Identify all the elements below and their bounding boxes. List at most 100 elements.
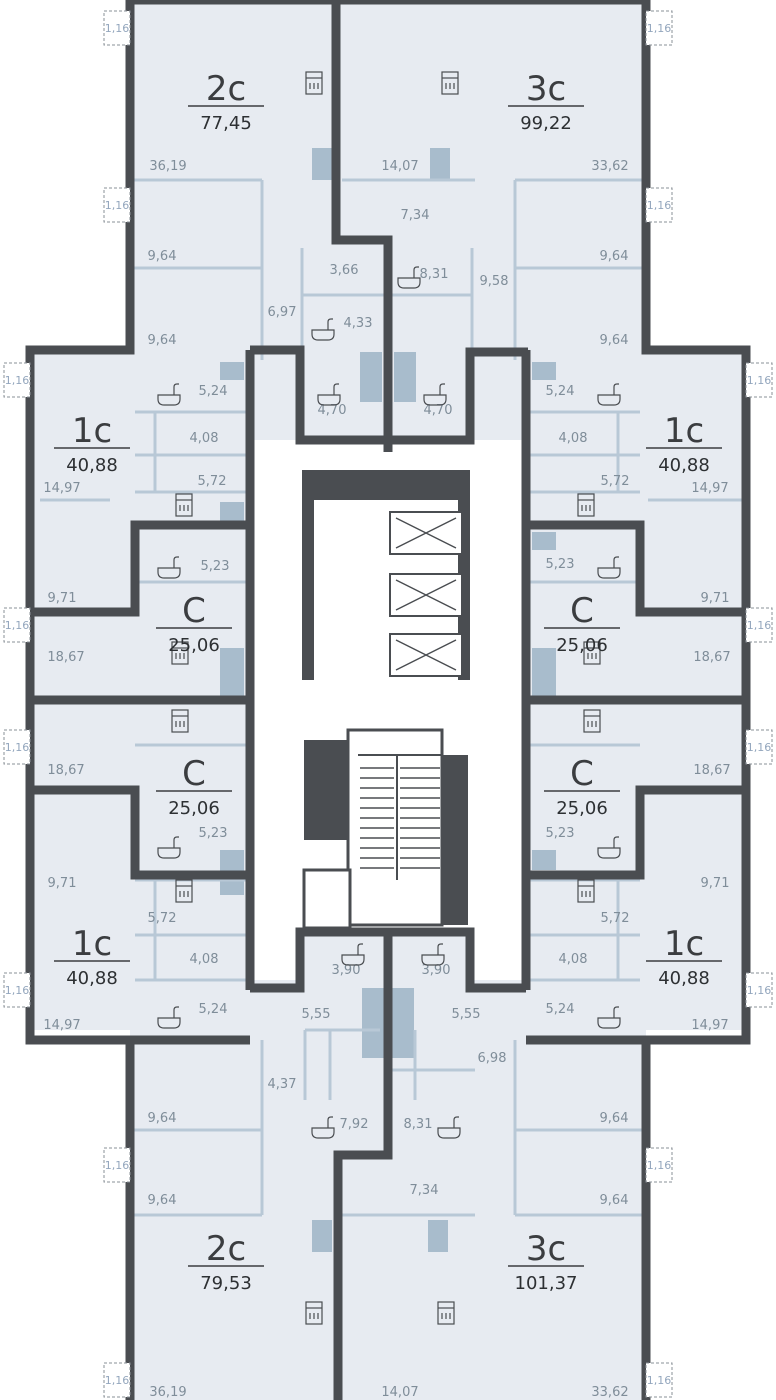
balcony-area-label: 1,16 [747,741,772,754]
wall-party-top [331,0,393,452]
icons [157,71,621,1325]
room-area-label: 4,08 [190,952,219,967]
room-area-label: 7,34 [410,1183,439,1198]
balcony: 1,16 [3,607,31,643]
room-area-label: 33,62 [591,159,628,174]
room-area-label: 9,64 [600,1193,629,1208]
bathtub-icon [597,1006,621,1029]
unit-label-uc-r2: С25,06 [544,754,620,819]
room-area-label: 9,64 [600,249,629,264]
unit-area: 25,06 [168,635,220,656]
stove-icon [577,879,595,903]
room-area-label: 5,55 [452,1007,481,1022]
stove-icon [305,1301,323,1325]
room-area-label: 9,64 [148,249,177,264]
wall-right-units [526,520,746,1045]
room-area-label: 6,97 [268,305,297,320]
unit-area: 40,88 [66,968,118,989]
room-area-label: 9,71 [701,876,730,891]
room-area-label: 36,19 [149,1385,186,1400]
elevators [389,511,463,677]
room-area-label: 18,67 [47,763,84,778]
wall-party-bottom [333,932,393,1400]
unit-label-uc-l1: С 25,06 [156,591,232,656]
room-area-label: 14,97 [43,481,80,496]
bathtub-icon [437,1116,461,1139]
balcony: 1,16 [645,10,673,46]
room-area-label: 5,72 [148,911,177,926]
balcony-area-label: 1,16 [105,1159,130,1172]
stove-icon [583,709,601,733]
shaft [392,988,414,1058]
unit-area: 77,45 [200,113,252,134]
room-area-label: 18,67 [693,650,730,665]
room-area-label: 5,23 [546,826,575,841]
balcony-area-label: 1,16 [105,199,130,212]
stove-icon [305,71,323,95]
room-area-label: 5,55 [302,1007,331,1022]
bathtub-icon [311,1116,335,1139]
room-area-label: 14,07 [381,159,418,174]
bathtub-icon [597,836,621,859]
room-area-label: 5,24 [199,384,228,399]
bathtub-icon [421,943,445,966]
balcony: 1,16 [3,729,31,765]
unit-label-u2c-bot: 2с 79,53 [188,1229,264,1294]
room-area-label: 3,90 [332,963,361,978]
unit-type: С [182,591,206,631]
unit-area: 40,88 [658,968,710,989]
bathtub-icon [597,383,621,406]
room-area-label: 5,23 [201,559,230,574]
balcony-area-label: 1,16 [647,1159,672,1172]
bathtub-icon [157,1006,181,1029]
balcony-area-label: 1,16 [647,199,672,212]
balcony-area-label: 1,16 [747,984,772,997]
unit-area: 99,22 [520,113,572,134]
room-area-label: 4,70 [424,403,453,418]
core-structure [302,470,470,930]
bathtub-icon [157,836,181,859]
room-area-label: 4,08 [559,431,588,446]
stove-icon [171,641,189,665]
unit-label-u3c-top: 3с 99,22 [508,69,584,134]
room-area-label: 8,31 [420,267,449,282]
walls [25,0,751,1400]
room-area-label: 9,64 [148,1111,177,1126]
room-area-label: 7,92 [340,1117,369,1132]
shaft [532,850,556,870]
unit-type: 1с [72,411,112,451]
room-area-label: 18,67 [47,650,84,665]
unit-type: 3с [526,69,566,109]
unit-area: 79,53 [200,1273,252,1294]
shaft [312,148,332,180]
unit-type: 1с [664,411,704,451]
room-area-label: 4,70 [318,403,347,418]
room-area-label: 33,62 [591,1385,628,1400]
stove-icon [583,641,601,665]
unit-label-uc-l2: С25,06 [156,754,232,819]
unit-area: 40,88 [658,455,710,476]
room-area-label: 9,71 [701,591,730,606]
room-area-label: 5,72 [198,474,227,489]
balcony-area-label: 1,16 [5,741,30,754]
room-area-label: 36,19 [149,159,186,174]
unit-type: 2с [206,1229,246,1269]
balcony: 1,16 [745,607,773,643]
balcony-area-label: 1,16 [5,619,30,632]
balcony: 1,16 [103,10,131,46]
unit-type: 1с [72,924,112,964]
room-area-label: 5,24 [546,1002,575,1017]
bathtub-icon [423,383,447,406]
utility-room [302,868,352,930]
balcony-area-label: 1,16 [105,22,130,35]
room-area-label: 9,64 [600,333,629,348]
unit-type: С [570,591,594,631]
balcony: 1,16 [103,187,131,223]
unit-label-uc-r1: С25,06 [544,591,620,656]
balcony-area-label: 1,16 [747,374,772,387]
stove-icon [175,879,193,903]
balcony: 1,16 [745,972,773,1008]
